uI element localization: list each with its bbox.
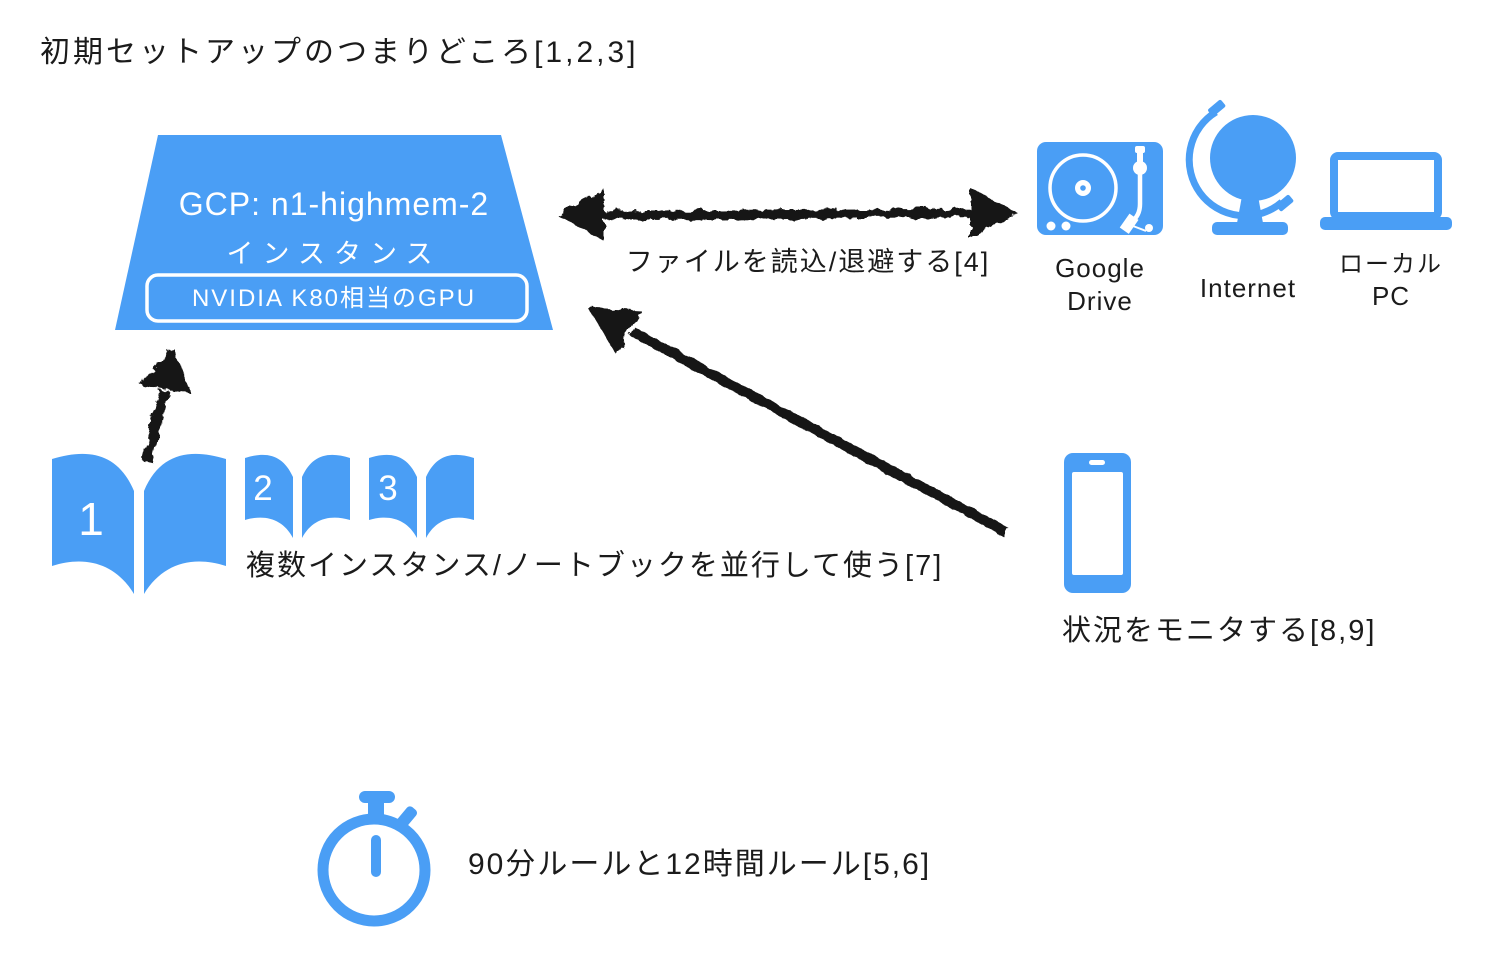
globe-icon xyxy=(1185,99,1296,235)
parallel-notebooks-label: 複数インスタンス/ノートブックを並行して使う[7] xyxy=(246,550,944,582)
gcp-instance-shape xyxy=(115,135,553,330)
page-title: 初期セットアップのつまりどころ[1,2,3] xyxy=(40,36,639,69)
internet-label: Internet xyxy=(1199,273,1297,303)
notebook-number: 3 xyxy=(378,469,398,508)
file-transfer-label: ファイルを読込/退避する[4] xyxy=(625,247,991,277)
laptop-icon xyxy=(1320,152,1452,230)
monitor-to-instance-arrow xyxy=(588,308,1009,537)
google-drive-label-line1: Google xyxy=(1055,253,1145,283)
notebook-number: 2 xyxy=(253,469,273,508)
turntable-icon xyxy=(1037,142,1163,235)
stopwatch-icon xyxy=(317,791,431,927)
gpu-badge-label: NVIDIA K80相当のGPU xyxy=(191,285,477,312)
notebook-to-instance-arrow xyxy=(139,347,191,463)
local-pc-label-line1: ローカル xyxy=(1339,251,1443,278)
local-pc-label-line2: PC xyxy=(1371,281,1411,311)
notebook-number: 1 xyxy=(78,493,104,545)
instance-name-line1: GCP: n1-highmem-2 xyxy=(178,186,490,222)
google-drive-label-line2: Drive xyxy=(1067,285,1133,316)
book-icon xyxy=(52,453,226,594)
smartphone-icon xyxy=(1064,453,1131,593)
instance-name-line2: インスタンス xyxy=(226,239,442,269)
book-icon xyxy=(245,454,350,538)
google-drive-label: Google Drive xyxy=(1038,252,1162,317)
file-transfer-arrow xyxy=(556,188,1018,241)
monitoring-label: 状況をモニタする[8,9] xyxy=(1062,615,1377,647)
local-pc-label: ローカル PC xyxy=(1330,250,1452,313)
time-rules-label: 90分ルールと12時間ルール[5,6] xyxy=(468,848,932,881)
book-icon xyxy=(369,454,474,538)
gpu-badge-outline xyxy=(145,273,529,323)
